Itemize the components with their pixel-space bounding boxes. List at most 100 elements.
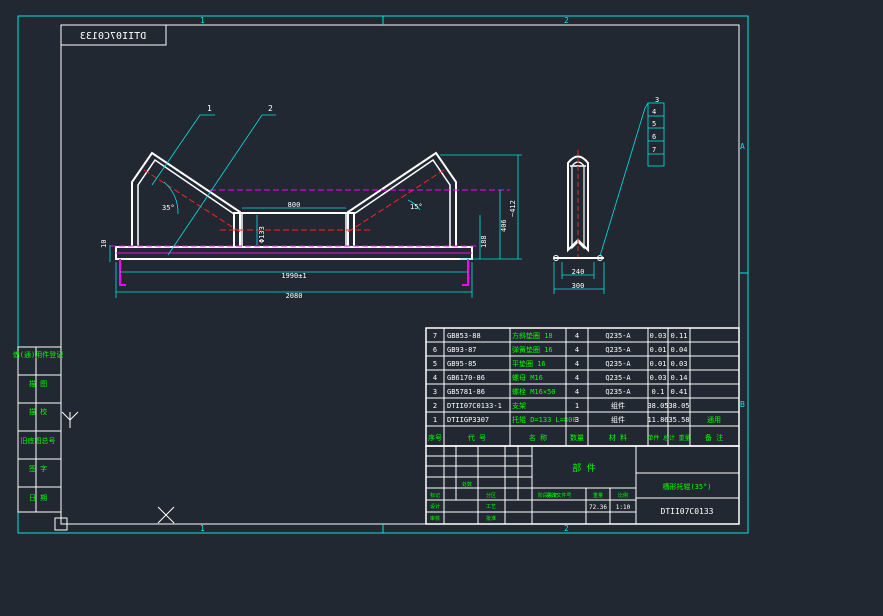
parts-row-0-qty: 4 — [575, 332, 579, 340]
scale-value: 1:10 — [616, 504, 631, 511]
parts-row-6-w1: 11.86 — [647, 416, 668, 424]
dim-406: 406 — [500, 219, 508, 232]
parts-row-6-code: DTIIGP3307 — [447, 416, 489, 424]
side-view: 3 4 5 6 7 240 300 — [553, 96, 665, 294]
parts-row-0-w1: 0.03 — [650, 332, 667, 340]
tb-label-9: 重量 — [593, 492, 603, 499]
zone-right-B: B — [740, 400, 745, 409]
dim-412: ~412 — [509, 200, 517, 217]
left-strip-5: 日 期 — [29, 494, 47, 502]
parts-row-2-material: Q235-A — [605, 360, 631, 368]
tb-label-5: 审核 — [430, 515, 440, 522]
parts-row-1-no: 6 — [433, 346, 437, 354]
parts-row-5-name: 支架 — [512, 401, 526, 410]
header-weight: 单件 总计 重量 — [647, 434, 690, 442]
parts-row-2-code: GB95-85 — [447, 360, 477, 368]
angle-left: 35° — [162, 204, 175, 212]
part-name: 槽形托辊(35°) — [662, 482, 711, 491]
parts-row-1-name: 弹簧垫圈 16 — [512, 345, 553, 354]
parts-row-3-qty: 4 — [575, 374, 579, 382]
parts-row-3-name: 螺母 M16 — [512, 373, 543, 382]
drawing-number: DTII07C0133 — [661, 507, 714, 516]
angle-right: 15° — [410, 203, 423, 211]
tb-label-2: 分区 — [486, 492, 496, 499]
left-side-roller — [131, 151, 241, 247]
parts-row-2-qty: 4 — [575, 360, 579, 368]
parts-row-3-no: 4 — [433, 374, 437, 382]
parts-row-0-code: GB853-88 — [447, 332, 481, 340]
left-strip-2: 描 校 — [29, 407, 47, 416]
dim-188: 188 — [480, 235, 488, 248]
header-name: 名 称 — [529, 433, 547, 442]
tb-label-8: 阶段标记 — [538, 492, 558, 499]
ucs-icon — [61, 411, 175, 524]
parts-row-4-w1: 0.1 — [652, 388, 665, 396]
title-stamp: DTII07C0133 — [80, 31, 146, 42]
tb-label-0: 标记 — [430, 492, 440, 499]
parts-row-3-code: GB6170-86 — [447, 374, 485, 382]
left-strip-3: 旧底图总号 — [21, 436, 56, 445]
balloon-7: 7 — [652, 146, 656, 154]
parts-row-1-w2: 0.04 — [671, 346, 688, 354]
parts-list-grid — [425, 327, 740, 447]
parts-row-4-name: 螺栓 M16×50 — [512, 387, 556, 396]
zone-top-1: 1 — [200, 16, 205, 25]
parts-row-2-w2: 0.03 — [671, 360, 688, 368]
part-label: 部 件 — [572, 462, 595, 474]
parts-row-0-material: Q235-A — [605, 332, 631, 340]
parts-row-0-name: 方斜垫圈 18 — [512, 331, 553, 340]
parts-row-5-w1: 38.05 — [647, 402, 668, 410]
right-side-roller — [347, 151, 457, 247]
balloon-2: 2 — [268, 104, 273, 113]
dim-2080: 2080 — [286, 292, 303, 300]
dim-800: 800 — [288, 201, 301, 209]
title-block-grid — [425, 445, 740, 525]
parts-row-4-no: 3 — [433, 388, 437, 396]
parts-row-1-material: Q235-A — [605, 346, 631, 354]
parts-row-4-material: Q235-A — [605, 388, 631, 396]
header-qty: 数量 — [570, 433, 584, 442]
tb-label-10: 比例 — [618, 492, 628, 499]
parts-row-5-qty: 1 — [575, 402, 579, 410]
parts-row-6-w2: 35.58 — [668, 416, 689, 424]
tb-label-3: 更改文件号 — [546, 492, 571, 499]
zone-right-A: A — [740, 142, 745, 151]
header-no: 序号 — [428, 433, 442, 442]
dim-10: 10 — [100, 240, 108, 248]
parts-row-3-material: Q235-A — [605, 374, 631, 382]
parts-row-1-code: GB93-87 — [447, 346, 477, 354]
tb-label-6: 工艺 — [486, 504, 496, 510]
parts-row-1-qty: 4 — [575, 346, 579, 354]
zone-marks — [382, 16, 748, 533]
parts-row-5-material: 组件 — [611, 401, 625, 410]
left-strip-0: 借(通)用件登记 — [13, 350, 63, 359]
parts-row-4-qty: 4 — [575, 388, 579, 396]
parts-row-4-code: GB5781-86 — [447, 388, 485, 396]
parts-row-2-no: 5 — [433, 360, 437, 368]
parts-row-5-no: 2 — [433, 402, 437, 410]
parts-row-6-qty: 3 — [575, 416, 579, 424]
parts-row-3-w1: 0.03 — [650, 374, 667, 382]
parts-list-header: 序号 代 号 名 称 数量 材 料 单件 总计 重量 备 注 — [428, 433, 723, 442]
header-note: 备 注 — [705, 433, 723, 442]
balloon-6: 6 — [652, 133, 656, 141]
tb-label-1: 处数 — [462, 481, 472, 488]
parts-row-2-w1: 0.01 — [650, 360, 667, 368]
parts-row-6-no: 1 — [433, 416, 437, 424]
header-material: 材 料 — [609, 433, 627, 442]
tb-label-7: 批准 — [486, 515, 496, 522]
ucs-box — [54, 517, 68, 531]
left-registration-strip — [17, 346, 62, 513]
drawing-frame — [17, 15, 749, 534]
parts-row-5-w2: 38.05 — [668, 402, 689, 410]
dim-300: 300 — [572, 282, 585, 290]
zone-bottom-2: 2 — [564, 524, 569, 533]
weight-value: 72.36 — [589, 504, 607, 511]
parts-row-2-name: 平垫圈 16 — [512, 359, 546, 368]
parts-row-1-w1: 0.01 — [650, 346, 667, 354]
balloon-5: 5 — [652, 120, 656, 128]
dim-1990: 1990±1 — [281, 272, 306, 280]
left-strip-4: 签 字 — [29, 464, 47, 473]
parts-row-3-w2: 0.14 — [671, 374, 688, 382]
